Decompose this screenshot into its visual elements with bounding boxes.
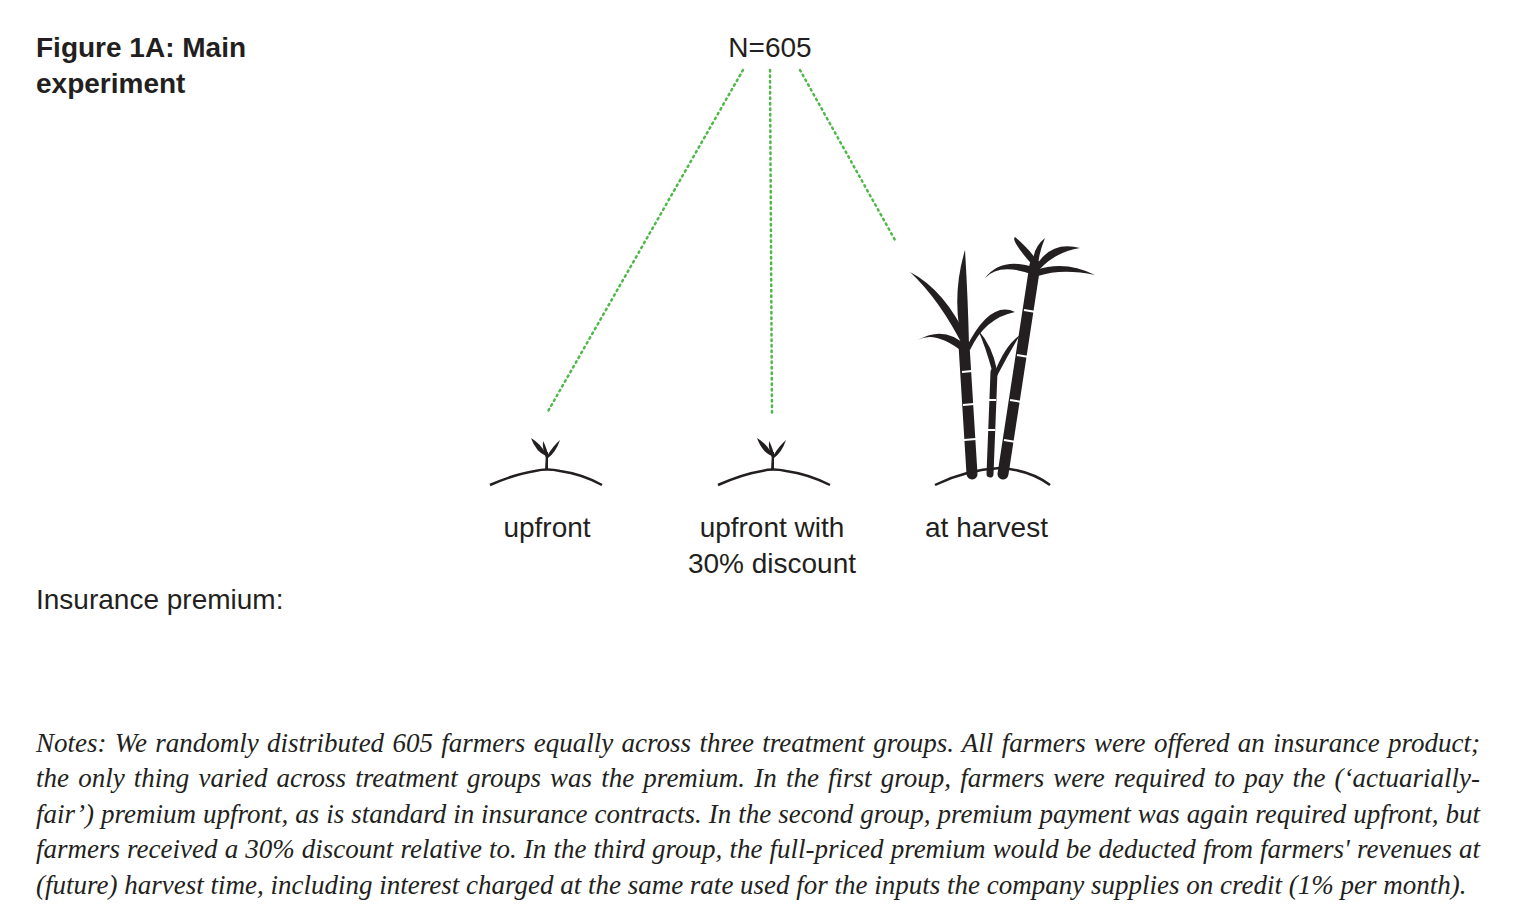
figure-title: Figure 1A: Main experiment bbox=[36, 30, 336, 102]
sugarcane bbox=[910, 237, 1095, 485]
sprout-middle bbox=[718, 438, 830, 485]
dotted-branch bbox=[800, 70, 895, 240]
group-label: at harvest bbox=[895, 510, 1085, 546]
treatment-group: at harvest bbox=[895, 240, 1085, 546]
dotted-branch bbox=[770, 70, 772, 415]
row-label: Insurance premium: bbox=[36, 582, 1532, 618]
sample-size: N=605 bbox=[724, 30, 816, 66]
group-label: upfront with 30% discount bbox=[672, 510, 872, 582]
sprout-left bbox=[490, 438, 602, 485]
treatment-group: upfront with 30% discount bbox=[672, 415, 872, 582]
figure-notes: Notes: We randomly distributed 605 farme… bbox=[36, 726, 1480, 903]
sample-label: N=605 bbox=[728, 30, 811, 66]
treatment-group: upfront bbox=[467, 413, 627, 546]
group-label: upfront bbox=[467, 510, 627, 546]
dotted-branch bbox=[547, 70, 743, 413]
